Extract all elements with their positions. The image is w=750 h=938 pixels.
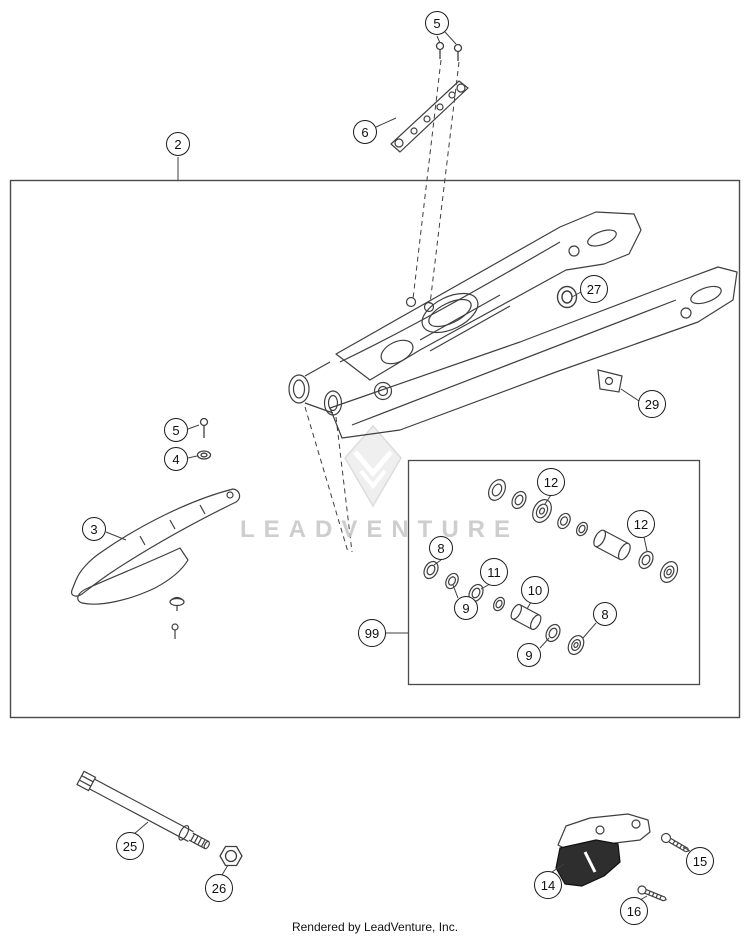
callout-29[interactable]: 29	[638, 390, 666, 418]
spacer-tube-upper	[593, 529, 631, 561]
watermark-logo-icon	[344, 424, 402, 508]
slider-bolt-5-washer-4	[196, 417, 212, 460]
bearing-kit-box	[407, 459, 701, 686]
callout-label: 10	[527, 582, 543, 598]
callout-label: 5	[172, 422, 180, 438]
callout-label: 5	[433, 15, 441, 31]
callout-2[interactable]: 2	[166, 132, 190, 156]
axle-nut-26	[219, 845, 243, 867]
callout-label: 8	[601, 606, 609, 622]
pivot-bushing-27	[556, 285, 578, 309]
callout-label: 3	[90, 521, 98, 537]
callout-9-a[interactable]: 9	[454, 596, 478, 620]
callout-label: 27	[586, 281, 602, 297]
callout-label: 11	[487, 564, 501, 580]
callout-16[interactable]: 16	[620, 897, 648, 925]
callout-6[interactable]: 6	[353, 120, 377, 144]
callout-27[interactable]: 27	[580, 275, 608, 303]
brace-bolts-5	[435, 41, 463, 61]
callout-label: 99	[364, 625, 380, 641]
chain-slider-3	[71, 488, 241, 639]
watermark-text: LEADVENTURE	[240, 516, 520, 543]
callout-8-a[interactable]: 8	[429, 536, 453, 560]
callout-9-b[interactable]: 9	[517, 643, 541, 667]
callout-12-a[interactable]: 12	[537, 468, 565, 496]
callout-4[interactable]: 4	[164, 447, 188, 471]
callout-label: 25	[122, 838, 138, 854]
callout-11[interactable]: 11	[480, 558, 508, 586]
callout-5-top[interactable]: 5	[425, 11, 449, 35]
chain-guide-brace-6	[390, 80, 469, 153]
callout-12-b[interactable]: 12	[627, 510, 655, 538]
brake-line-bracket-29	[597, 369, 623, 393]
callout-label: 26	[211, 880, 227, 896]
callout-10[interactable]: 10	[521, 576, 549, 604]
callout-label: 4	[172, 451, 180, 467]
callout-8-b[interactable]: 8	[593, 602, 617, 626]
callout-label: 2	[174, 136, 182, 152]
callout-99[interactable]: 99	[358, 619, 386, 647]
callout-3[interactable]: 3	[82, 517, 106, 541]
alignment-dashed-lines	[304, 59, 460, 553]
callout-5-mid[interactable]: 5	[164, 418, 188, 442]
callout-15[interactable]: 15	[686, 847, 714, 875]
callout-label: 9	[525, 647, 533, 663]
screw-16	[637, 885, 667, 902]
callout-label: 14	[540, 877, 556, 893]
callout-label: 29	[644, 396, 660, 412]
callout-25[interactable]: 25	[116, 832, 144, 860]
callout-14[interactable]: 14	[534, 871, 562, 899]
bearing-kit-parts	[423, 479, 679, 656]
callout-label: 9	[462, 600, 470, 616]
callout-label: 16	[626, 903, 642, 919]
footer-credit: Rendered by LeadVenture, Inc.	[291, 920, 459, 934]
chain-guide-14	[555, 813, 651, 887]
callout-label: 8	[437, 540, 445, 556]
callout-label: 6	[361, 124, 369, 140]
callout-label: 15	[692, 853, 708, 869]
spacer-tube-lower	[510, 603, 542, 631]
screw-15	[660, 832, 690, 853]
swingarm	[288, 211, 738, 439]
leader-lines	[105, 31, 691, 901]
callout-label: 12	[633, 516, 649, 532]
callout-26[interactable]: 26	[205, 874, 233, 902]
assembly-frame-box	[9, 179, 741, 719]
callout-label: 12	[543, 474, 559, 490]
rear-axle-25	[76, 770, 210, 850]
